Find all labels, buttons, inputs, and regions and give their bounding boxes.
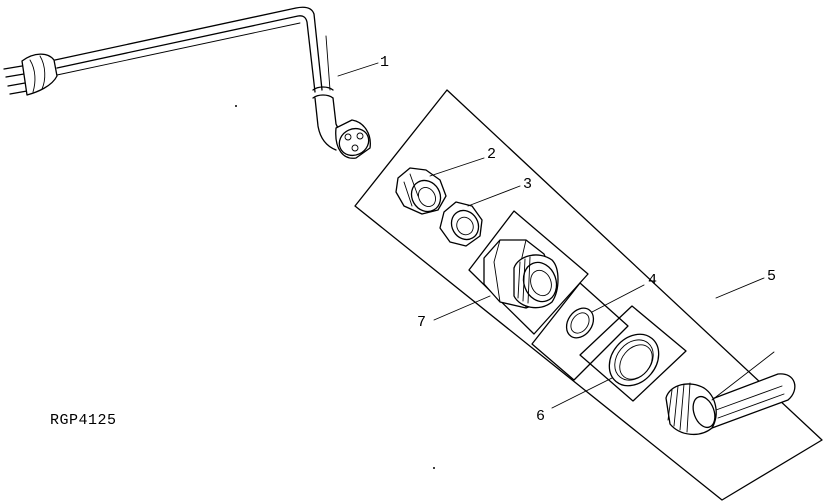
cord-band [312, 86, 334, 99]
gasket-part [608, 333, 660, 387]
cord-cable [54, 6, 331, 93]
leader-lines [337, 62, 775, 409]
callout-2: 2 [487, 146, 496, 163]
callout-7: 7 [417, 314, 426, 331]
plug-body [21, 53, 58, 96]
nut-part [395, 167, 447, 215]
callout-5: 5 [767, 268, 776, 285]
callout-labels: 1 2 3 4 5 6 7 [380, 54, 776, 425]
plug-prongs [3, 65, 28, 95]
kit-group-frame [354, 89, 823, 501]
angled-connector [314, 97, 371, 159]
callout-4: 4 [648, 272, 657, 289]
seal-ring-part [565, 307, 595, 339]
callout-1: 1 [380, 54, 389, 71]
callout-6: 6 [536, 408, 545, 425]
washer-part [439, 201, 483, 247]
figure-id: RGP4125 [50, 412, 117, 429]
heater-element-part [665, 373, 796, 435]
seal-ring-box [531, 282, 629, 381]
gasket-box [579, 305, 687, 402]
scan-specks [235, 105, 435, 469]
adapter-box [468, 210, 589, 335]
adapter-fitting-part [483, 239, 559, 309]
callout-3: 3 [523, 176, 532, 193]
power-cord [3, 6, 371, 159]
